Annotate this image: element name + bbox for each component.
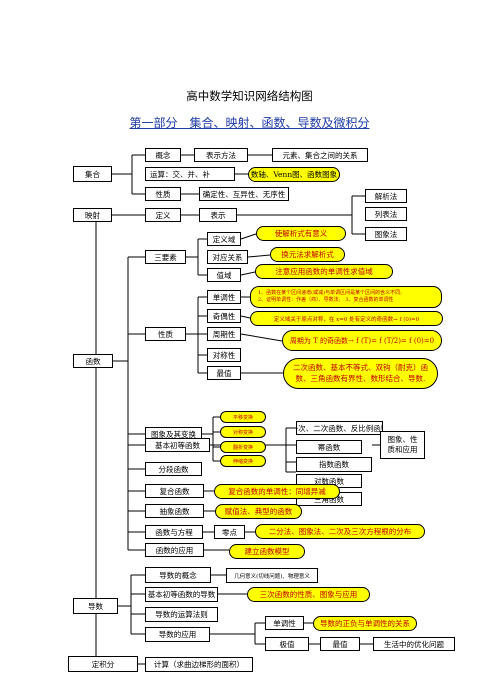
node-dingyi: 定义 [145, 208, 181, 222]
node-gainian: 概念 [145, 148, 181, 162]
node-fuhe: 复合函数 [145, 484, 204, 498]
node-zhuyi-zhiyu: 注意应用函数的单调性求值域 [255, 264, 393, 279]
node-biaoshi-fangfa: 表示方法 [194, 148, 248, 162]
node-sanyaosu: 三要素 [145, 250, 186, 264]
node-qiou-note: 定义域关于原点对称，在 x=0 处有定义的奇函数→ f (0)=0 [250, 311, 443, 326]
node-jiexifa: 解析法 [365, 189, 407, 203]
node-xingzhi1: 性质 [145, 187, 181, 201]
node-dandiaoxing: 单调性 [207, 290, 241, 304]
node-zhouqi-note: 周期为 T 的奇函数→ f (T)= f (T/2)= f (0)=0 [282, 330, 442, 351]
dandiao-note-line-1: 1、函数在某个区间递增(或减)与单调区间是某个区间的含义不同; [258, 289, 402, 296]
node-chouxiang-note: 赋值法、典型的函数 [215, 504, 302, 519]
node-shensuo: 伸缩变换 [220, 455, 266, 467]
node-dandiao-note: 1、函数在某个区间递增(或减)与单调区间是某个区间的含义不同; 2、证明单调性：… [250, 286, 442, 308]
node-yunsuan: 运算：交、并、补 [145, 167, 235, 181]
node-jianli: 建立函数模型 [229, 544, 305, 559]
node-zhiyu: 值域 [207, 268, 241, 282]
node-huanyuanfa: 换元法求解析式 [270, 247, 345, 262]
node-daoshu-yingyong: 导数的应用 [145, 627, 210, 642]
node-hanshu-yingyong: 函数的应用 [145, 543, 204, 557]
node-jizhi: 极值 [265, 637, 309, 651]
page-subtitle: 第一部分 集合、映射、函数、导数及微积分 [129, 116, 370, 130]
node-pingyi: 平移变换 [220, 411, 266, 423]
node-dingyiyu: 定义域 [207, 232, 241, 246]
node-shuzhou: 数轴、Venn图、函数图象 [248, 167, 340, 182]
node-daoshu-zhengfu: 导数的正负与单调性的关系 [313, 616, 417, 631]
node-daoshu-gainian: 导数的概念 [145, 567, 211, 583]
node-jisuan: 计算（求曲边梯形的面积） [145, 657, 253, 672]
node-lingdian-note: 二分法、图象法、二次及三次方程根的分布 [255, 524, 425, 539]
node-mihanshu: 幂函数 [296, 440, 362, 454]
node-sanci-note: 三次函数的性质、图象与应用 [247, 587, 370, 602]
node-biaoshi: 表示 [199, 208, 237, 222]
node-yuansu: 元素、集合之间的关系 [272, 148, 368, 162]
node-yunsuan-faze: 导数的运算法则 [145, 607, 218, 622]
node-shi-jiexishi: 使解析式有意义 [256, 226, 346, 241]
node-jiben-daoshu: 基本初等函数的导数 [145, 587, 218, 602]
node-lingdian: 零点 [214, 525, 245, 539]
node-tuxiangfa: 图象法 [365, 227, 407, 241]
node-yingshe: 映射 [73, 208, 112, 222]
node-zhouqixing: 周期性 [207, 327, 241, 341]
dandiao-note-line-2: 2、证明单调性：作差（商）、导数法; 3、复合函数的单调性 [258, 297, 394, 303]
node-fanzhuan: 翻折变换 [220, 441, 266, 453]
node-zhishu: 指数函数 [296, 457, 372, 472]
node-liebiaofa: 列表法 [365, 207, 407, 221]
node-fenduan: 分段函数 [145, 462, 202, 476]
node-zuizhi-note: 二次函数、基本不等式、双钩（耐克）函数、三角函数有界性、数形结合、导数. [283, 358, 438, 389]
node-zuizhi: 最值 [207, 366, 241, 380]
node-yici: 一次、二次函数、反比例函数 [296, 421, 383, 435]
node-jiben-chudeng: 基本初等函数 [145, 438, 210, 452]
node-duichenbian: 对称变换 [220, 426, 266, 438]
node-dandiao2: 单调性 [265, 616, 304, 630]
node-daoshu: 导数 [73, 598, 118, 614]
node-qiouxing: 奇偶性 [207, 309, 241, 323]
node-jihe-yiyi: 几何意义(切线问题)、物理意义 [226, 568, 318, 583]
node-shenghuo: 生活中的优化问题 [373, 637, 455, 651]
node-duichenxing: 对称性 [207, 348, 241, 362]
node-duiyingguanxi: 对应关系 [207, 250, 248, 264]
node-chouxiang: 抽象函数 [145, 504, 204, 518]
node-zuizhi2: 最值 [320, 637, 360, 651]
node-hanshu: 函数 [73, 354, 113, 368]
node-jihe: 集合 [73, 166, 112, 182]
node-fuhe-note: 复合函数的单调性：同增异减 [214, 484, 340, 499]
node-tuxiang-xingzhi: 图象、性质和应用 [380, 431, 425, 459]
node-dingjifen: 定积分 [68, 656, 138, 672]
node-queding: 确定性、互异性、无序性 [199, 187, 289, 201]
node-hanshu-fangcheng: 函数与方程 [145, 525, 203, 539]
node-xingzhi2: 性质 [145, 327, 186, 341]
page-title: 高中数学知识网络结构图 [186, 89, 313, 103]
